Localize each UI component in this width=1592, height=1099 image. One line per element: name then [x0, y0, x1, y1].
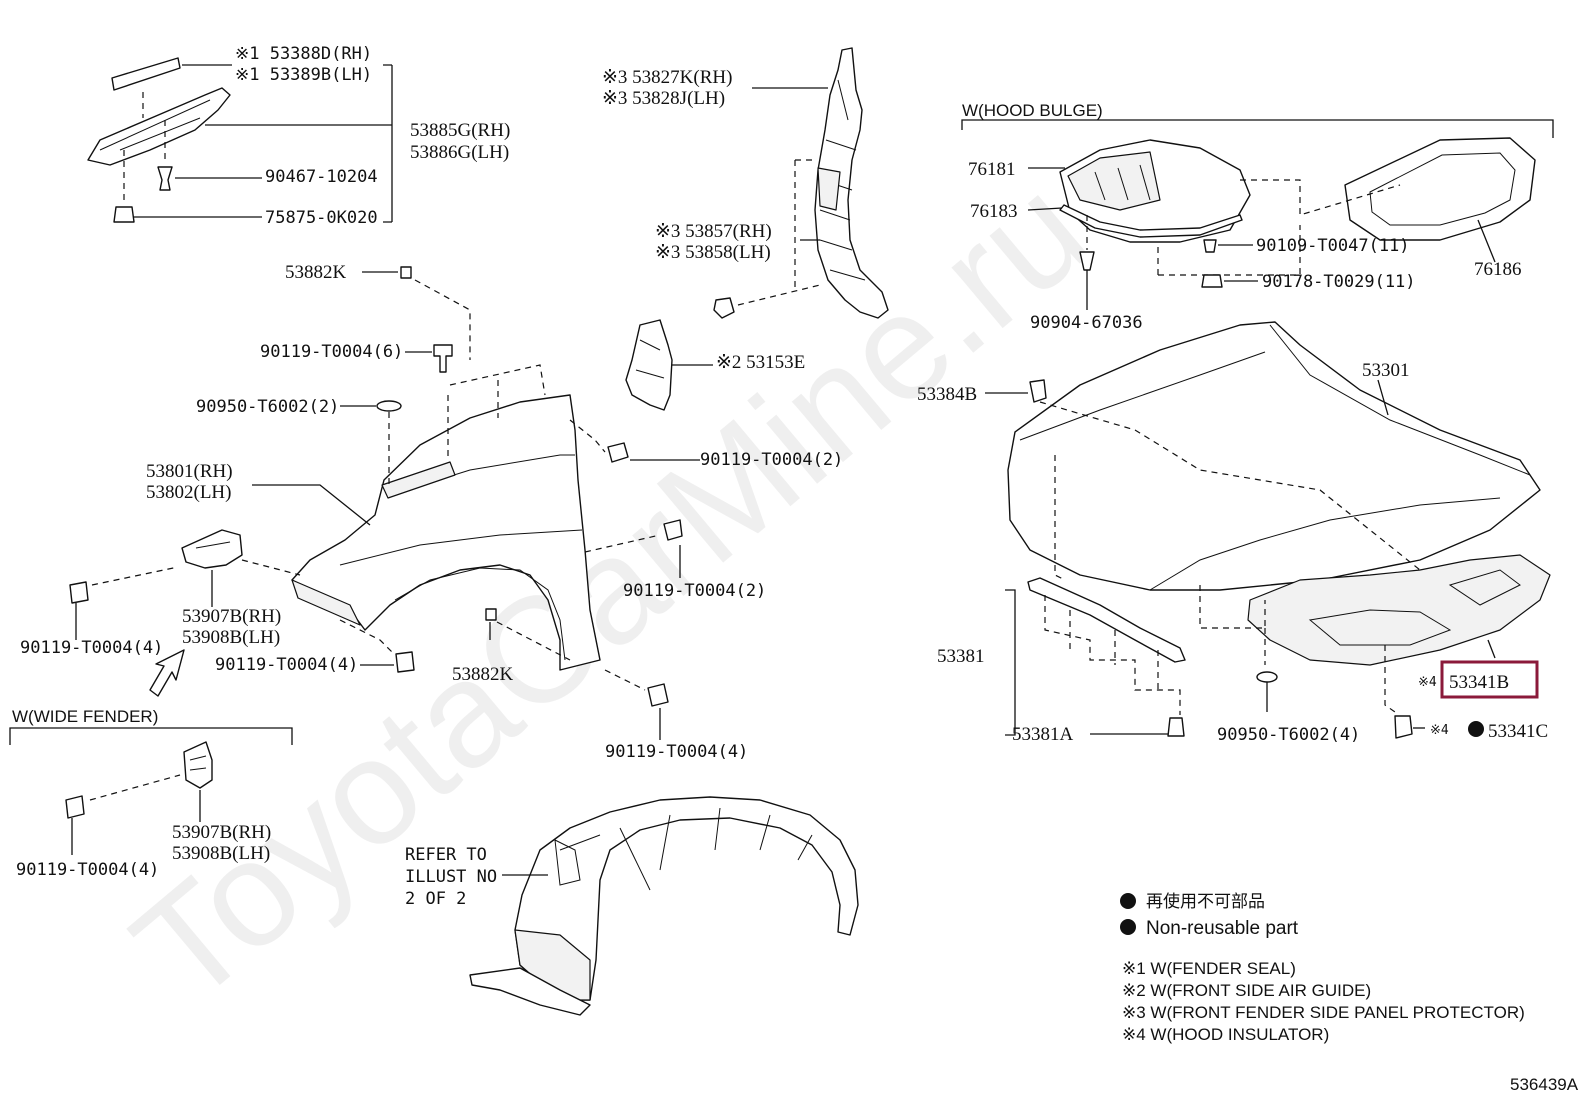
label-bolt-4b: 90119-T0004(4)	[215, 655, 358, 675]
fender-pad-bottom	[485, 608, 497, 621]
label-bolt-6: 90119-T0004(6)	[260, 342, 403, 362]
label-scoop-seal: 76183	[970, 201, 1018, 222]
protector-clip	[713, 297, 735, 319]
clip-b-part	[113, 206, 135, 223]
label-cushion: 53384B	[917, 384, 977, 405]
label-bracket2-lh: 53908B(LH)	[172, 843, 270, 864]
wide-fender-bracket	[65, 741, 213, 855]
label-hood-seal: 53381	[937, 646, 985, 667]
legend-note-4: ※4 W(HOOD INSULATOR)	[1122, 1025, 1329, 1044]
hood-group	[1007, 321, 1551, 739]
label-ins-clip-mark: ※4	[1430, 723, 1449, 738]
label-insulator: 53341B	[1449, 672, 1509, 693]
refer-line-3: 2 OF 2	[405, 889, 466, 909]
hood-seal-group	[1005, 577, 1186, 737]
label-hood: 53301	[1362, 360, 1410, 381]
label-bracket2-rh: 53907B(RH)	[172, 822, 271, 843]
bolt-4b-part	[395, 651, 415, 673]
bolt-4c-part	[647, 683, 669, 707]
legend-en: Non-reusable part	[1146, 918, 1299, 939]
seal-clip-part	[1167, 717, 1185, 737]
legend-note-2: ※2 W(FRONT SIDE AIR GUIDE)	[1122, 981, 1371, 1000]
watermark: ToyotaCarMine.ru	[103, 145, 1118, 1035]
arrow-icon	[149, 649, 185, 697]
fender-seal-group	[87, 57, 231, 223]
label-air-guide: ※2 53153E	[716, 352, 805, 373]
label-protector-rh: ※3 53827K(RH)	[602, 67, 732, 88]
label-pad-bottom: 53882K	[452, 664, 514, 685]
side-panel-protector	[713, 47, 889, 319]
label-seal-clip: 53381A	[1012, 724, 1074, 745]
label-clip-a: 90467-10204	[265, 167, 378, 187]
non-reusable-dot-icon	[1468, 721, 1484, 737]
fender-bracket	[69, 529, 301, 697]
label-bolt-4a: 90119-T0004(4)	[20, 638, 163, 658]
hood-scoop-group	[1059, 137, 1536, 310]
label-nut-11: 90178-T0029(11)	[1262, 272, 1416, 292]
air-guide-part	[625, 319, 713, 411]
label-bolt-4d: 90119-T0004(4)	[16, 860, 159, 880]
legend-note-3: ※3 W(FRONT FENDER SIDE PANEL PROTECTOR)	[1122, 1003, 1525, 1022]
front-fender	[291, 266, 683, 707]
label-fender-seal-lh: ※1 53389B(LH)	[235, 65, 372, 85]
label-hood-bulge: W(HOOD BULGE)	[962, 101, 1103, 120]
label-protector2-lh: ※3 53858(LH)	[655, 242, 771, 263]
refer-line-1: REFER TO	[405, 845, 487, 865]
label-screw-11: 90109-T0047(11)	[1256, 236, 1410, 256]
bolt-2a-part	[607, 442, 629, 463]
label-clip-b: 75875-0K020	[265, 208, 378, 228]
label-protector-lh: ※3 53828J(LH)	[602, 88, 725, 109]
label-seal-rh: 53885G(RH)	[410, 120, 510, 141]
legend-dot-icon-jp	[1120, 893, 1136, 909]
fender-seal-bracket	[87, 87, 231, 166]
fender-seal-strip	[111, 57, 181, 91]
label-bolt-2a: 90119-T0004(2)	[700, 450, 843, 470]
legend: 再使用不可部品 Non-reusable part ※1 W(FENDER SE…	[1120, 891, 1525, 1044]
label-pad-top: 53882K	[285, 262, 347, 283]
bolt-6-part	[433, 344, 453, 373]
label-fender-seal-rh: ※1 53388D(RH)	[235, 44, 372, 64]
label-bracket-rh: 53907B(RH)	[182, 606, 281, 627]
fender-liner	[469, 796, 859, 1016]
label-fender-lh: 53802(LH)	[146, 482, 231, 503]
hood-panel	[1007, 321, 1541, 591]
hood-seal-part	[1027, 577, 1186, 663]
label-wide-fender: W(WIDE FENDER)	[12, 707, 158, 726]
nut-11-part	[1201, 274, 1223, 288]
screw-11-part	[1203, 239, 1217, 253]
legend-note-1: ※1 W(FENDER SEAL)	[1122, 959, 1296, 978]
hood-insulator-part	[1247, 554, 1551, 666]
bolt-4d-part	[65, 795, 85, 819]
scoop-seal-part	[1059, 204, 1243, 238]
label-washer-2: 90950-T6002(2)	[196, 397, 339, 417]
scoop-frame-part	[1344, 137, 1536, 241]
label-washer-4: 90950-T6002(4)	[1217, 725, 1360, 745]
cushion-part	[1029, 379, 1047, 403]
label-scoop: 76181	[968, 159, 1016, 180]
diagram-id: 536439A	[1510, 1075, 1579, 1094]
washer-2-part	[376, 400, 402, 412]
label-insulator-mark: ※4	[1418, 675, 1437, 690]
fender-pad-top	[400, 266, 412, 279]
highlight-box	[1440, 660, 1539, 699]
refer-line-2: ILLUST NO	[405, 867, 497, 887]
legend-dot-icon-en	[1120, 919, 1136, 935]
label-ins-clip: 53341C	[1488, 721, 1548, 742]
bolt-2b-part	[663, 519, 683, 541]
label-bolt-4c: 90119-T0004(4)	[605, 742, 748, 762]
legend-jp: 再使用不可部品	[1146, 891, 1265, 911]
clip-a-part	[157, 166, 173, 191]
label-scoop-frame: 76186	[1474, 259, 1522, 280]
clip-c-part	[1079, 251, 1095, 271]
label-clip-c: 90904-67036	[1030, 313, 1143, 333]
label-bolt-2b: 90119-T0004(2)	[623, 581, 766, 601]
washer-4-part	[1256, 671, 1278, 683]
bolt-4a-part	[69, 581, 89, 604]
label-fender-rh: 53801(RH)	[146, 461, 233, 482]
ins-clip-part	[1394, 715, 1413, 739]
label-protector2-rh: ※3 53857(RH)	[655, 221, 772, 242]
label-seal-lh: 53886G(LH)	[410, 142, 509, 163]
label-bracket-lh: 53908B(LH)	[182, 627, 280, 648]
